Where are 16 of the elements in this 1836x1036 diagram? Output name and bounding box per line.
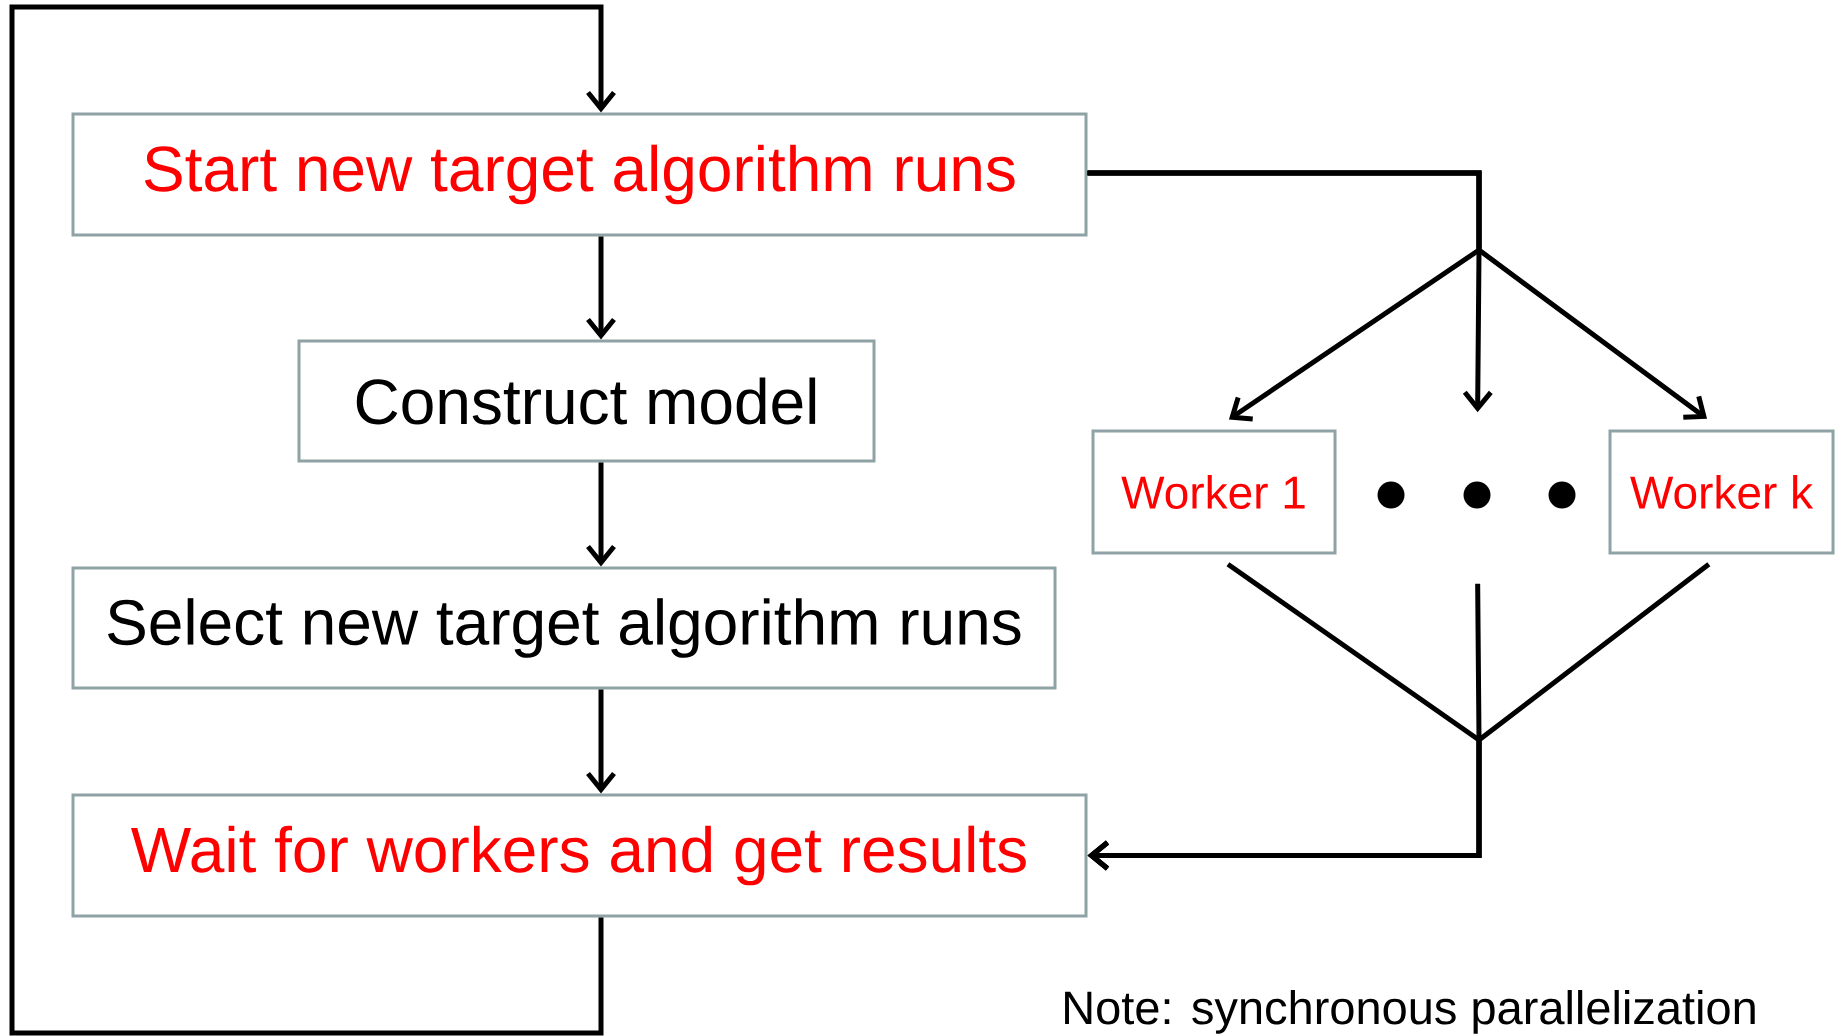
arrow <box>1087 562 1711 871</box>
arrow <box>9 4 616 1036</box>
arrow <box>586 689 616 794</box>
process-box: Construct model <box>297 339 876 463</box>
arrow <box>586 236 616 340</box>
ellipsis-dot <box>1377 481 1405 509</box>
process-box: Select new target algorithm runs <box>71 566 1057 690</box>
worker-box: Worker k <box>1608 429 1835 555</box>
note-text: Note: synchronous parallelization <box>1065 990 1755 1034</box>
process-box: Wait for workers and get results <box>71 793 1088 918</box>
process-box: Start new target algorithm runs <box>71 112 1088 237</box>
arrow <box>586 462 616 567</box>
ellipsis-dot <box>1463 481 1491 509</box>
ellipsis-dot <box>1548 481 1576 509</box>
arrow <box>1087 170 1708 420</box>
worker-box: Worker 1 <box>1091 429 1337 555</box>
